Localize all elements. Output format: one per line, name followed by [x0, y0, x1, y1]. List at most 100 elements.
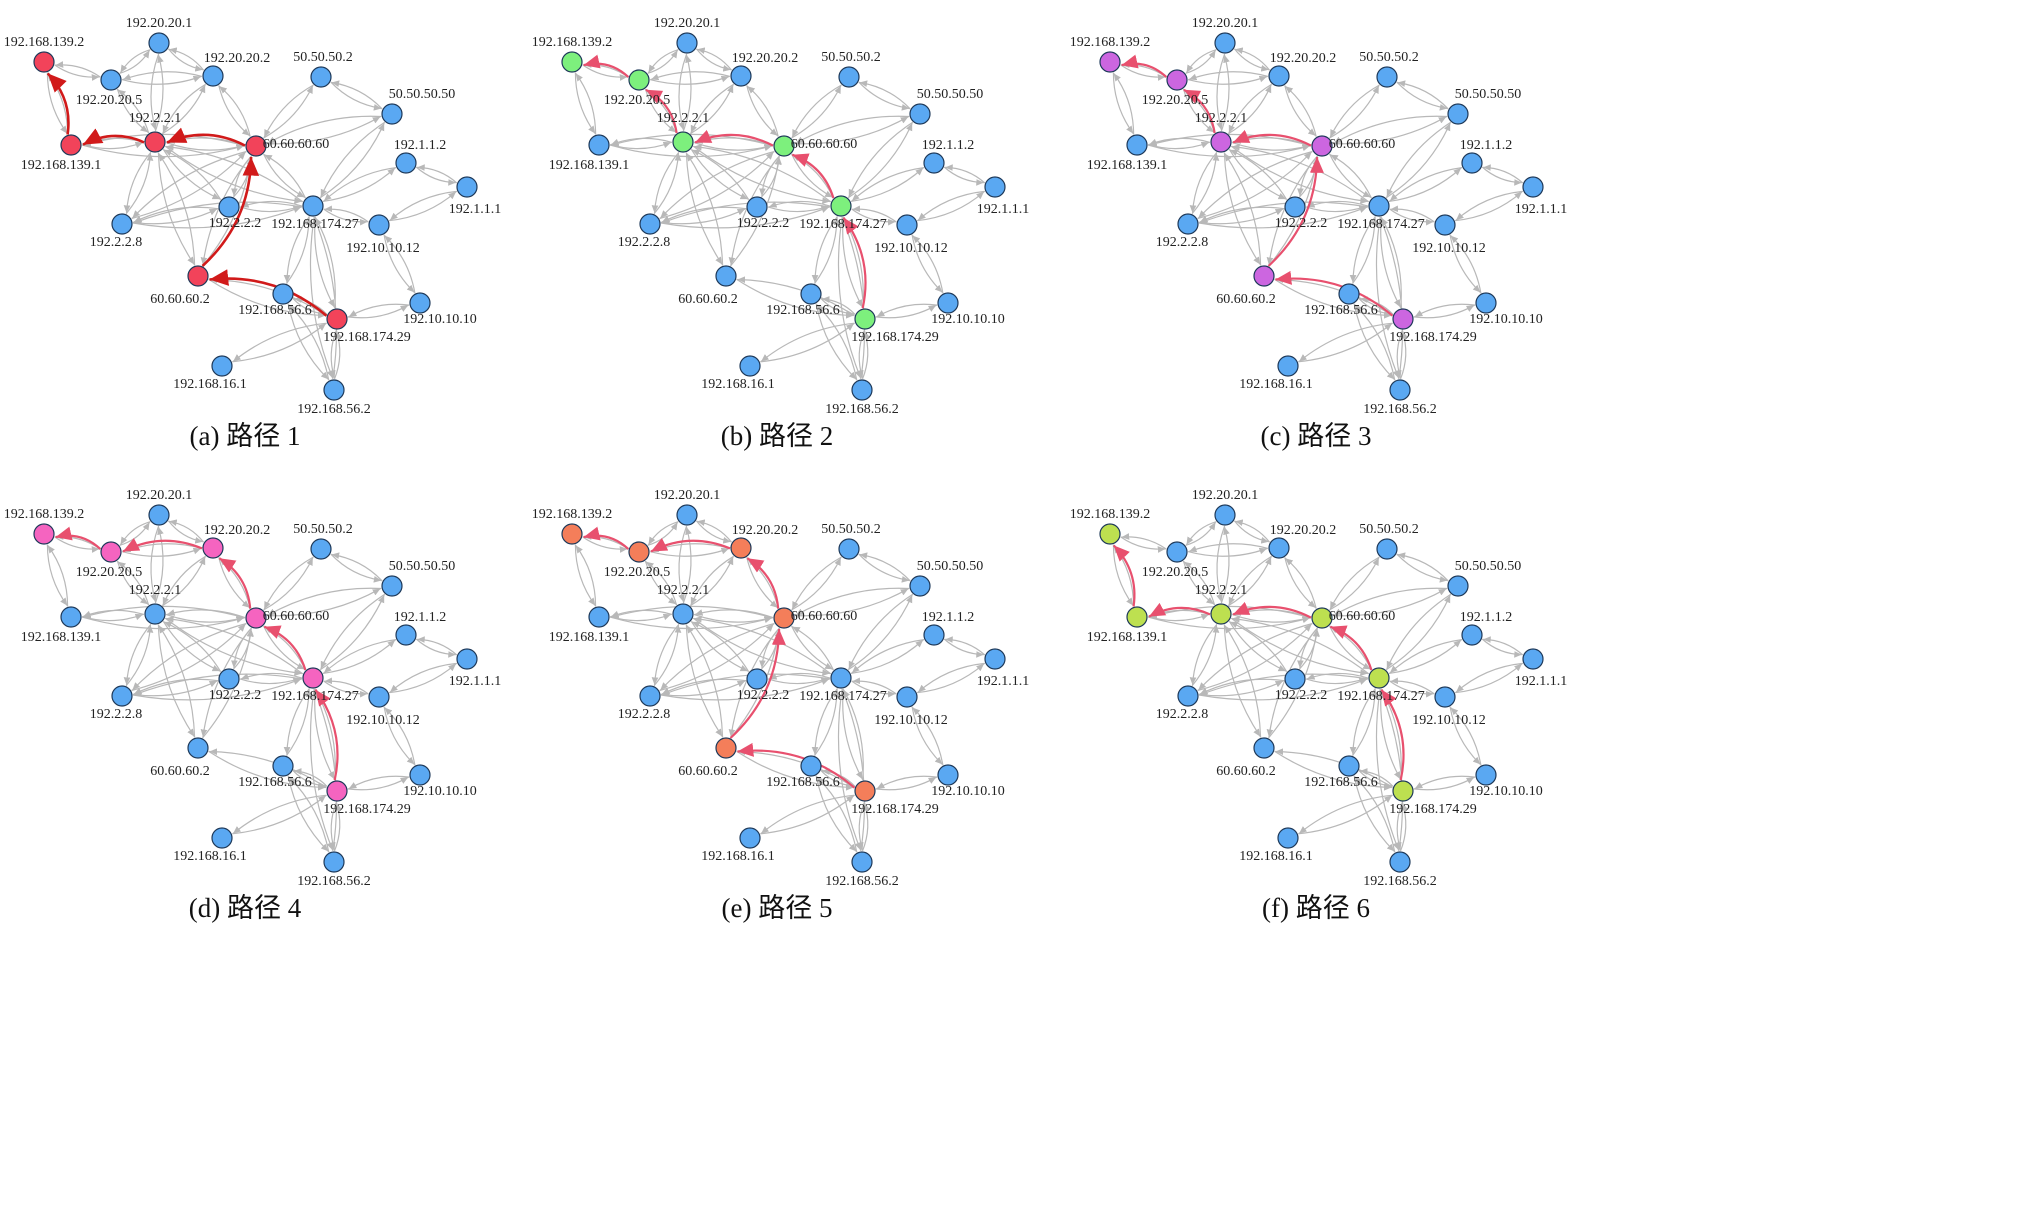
attack-path-edge — [82, 128, 145, 146]
graph-edge — [266, 116, 381, 145]
node-label: 192.2.2.1 — [657, 111, 710, 126]
path-node — [1392, 308, 1414, 330]
graph-edge — [1353, 775, 1395, 852]
host-node — [1461, 152, 1483, 174]
graph-edge — [417, 164, 458, 184]
path-node — [326, 308, 348, 330]
graph-edge — [1306, 200, 1369, 208]
graph-edge — [746, 85, 779, 137]
graph-edge — [1305, 677, 1368, 685]
node-label: 192.1.1.2 — [1460, 138, 1513, 153]
path-node — [628, 69, 650, 91]
node-label: 192.168.56.2 — [297, 874, 371, 889]
panel-b: 192.168.139.2192.20.20.1192.20.20.2192.2… — [532, 16, 1030, 417]
graph-edge — [232, 795, 327, 835]
graph-edge — [660, 678, 830, 701]
graph-edge — [1191, 625, 1220, 687]
graph-edge — [389, 191, 457, 222]
node-label: 192.2.2.1 — [129, 583, 182, 598]
node-label: 192.168.174.27 — [1337, 689, 1425, 704]
graph-edge — [1198, 208, 1284, 225]
path-node — [1166, 69, 1188, 91]
node-label: 60.60.60.60 — [1329, 137, 1396, 152]
node-label: 192.2.2.8 — [90, 707, 143, 722]
path-node — [60, 134, 82, 156]
attack-path-edge — [209, 269, 328, 317]
graph-edge — [1483, 636, 1524, 656]
graph-edge — [309, 688, 334, 851]
graph-edge — [331, 80, 383, 110]
host-node — [1284, 668, 1306, 690]
graph-edge — [1413, 776, 1475, 791]
graph-edge — [287, 303, 329, 380]
graph-edge — [1298, 795, 1393, 835]
graph-edge — [288, 304, 330, 381]
graph-edge — [647, 521, 679, 546]
caption-e: (e) 路径 5 — [722, 893, 833, 923]
graph-edge — [322, 639, 396, 674]
node-layer: 192.168.139.2192.20.20.1192.20.20.2192.2… — [1070, 16, 1568, 417]
attack-path-edge — [1148, 602, 1211, 618]
graph-edge — [320, 593, 386, 670]
attack-path-edge — [46, 72, 70, 135]
graph-edge — [814, 689, 841, 756]
node-label: 192.1.1.1 — [449, 674, 502, 689]
graph-edge — [875, 776, 937, 791]
node-label: 60.60.60.60 — [791, 137, 858, 152]
edge-layer — [574, 519, 986, 853]
node-layer: 192.168.139.2192.20.20.1192.20.20.2192.2… — [4, 488, 502, 889]
host-node — [1177, 685, 1199, 707]
graph-edge — [1396, 81, 1448, 111]
graph-edge — [167, 48, 203, 72]
node-label: 192.168.16.1 — [173, 377, 247, 392]
graph-edge — [661, 206, 747, 223]
graph-edge — [218, 557, 251, 609]
graph-edge — [415, 638, 456, 658]
path-node — [245, 607, 267, 629]
graph-edge — [1284, 557, 1317, 609]
panel-d: 192.168.139.2192.20.20.1192.20.20.2192.2… — [4, 488, 502, 889]
path-node — [1253, 265, 1275, 287]
path-node — [100, 541, 122, 563]
caption-b: (b) 路径 2 — [721, 421, 833, 451]
node-label: 192.168.139.1 — [1087, 158, 1168, 173]
host-node — [937, 764, 959, 786]
host-node — [588, 606, 610, 628]
node-layer: 192.168.139.2192.20.20.1192.20.20.2192.2… — [4, 16, 502, 417]
graph-edge — [150, 53, 160, 131]
graph-edge — [1397, 552, 1449, 582]
graph-edge — [791, 625, 833, 670]
graph-edge — [575, 545, 597, 607]
graph-edge — [1386, 593, 1452, 670]
graph-edge — [1354, 304, 1396, 381]
host-node — [1268, 537, 1290, 559]
node-label: 192.20.20.1 — [654, 488, 721, 503]
graph-edge — [1185, 49, 1217, 74]
host-node — [60, 606, 82, 628]
path-node — [773, 607, 795, 629]
path-node — [302, 667, 324, 689]
graph-edge — [1197, 623, 1313, 692]
graph-edge — [876, 303, 938, 318]
host-node — [1277, 355, 1299, 377]
node-label: 192.168.56.6 — [1304, 303, 1378, 318]
path-node — [1368, 667, 1390, 689]
graph-edge — [1385, 122, 1451, 199]
attack-path-edge — [694, 129, 774, 147]
graph-edge — [119, 49, 151, 74]
graph-edge — [795, 587, 910, 616]
graph-edge — [1329, 85, 1380, 139]
graph-edge — [1298, 322, 1393, 362]
node-label: 192.20.20.5 — [76, 93, 143, 108]
host-node — [838, 538, 860, 560]
host-node — [368, 214, 390, 236]
host-node — [1338, 283, 1360, 305]
graph-edge — [794, 116, 909, 145]
node-label: 60.60.60.2 — [1216, 292, 1276, 307]
graph-edge — [263, 153, 305, 198]
attack-path-layer — [583, 54, 867, 309]
path-node — [854, 780, 876, 802]
graph-edge — [54, 64, 100, 81]
node-label: 192.1.1.1 — [1515, 202, 1568, 217]
attack-path-edge — [1275, 270, 1394, 317]
